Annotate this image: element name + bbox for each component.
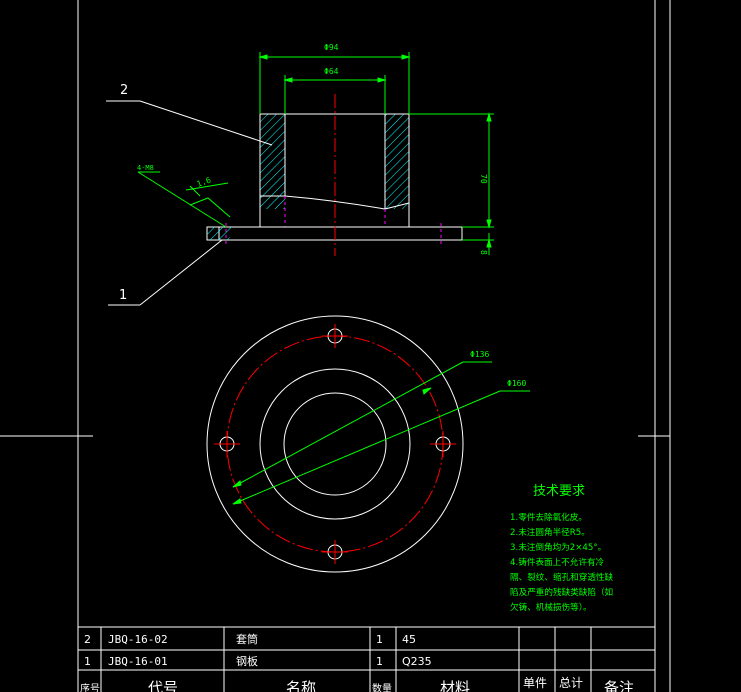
tech-line: 3.未注倒角均为2×45°。 (510, 541, 606, 553)
bom-cell: Q235 (402, 655, 432, 668)
bom-row-1: 1 JBQ-16-01 钢板 1 Q235 (84, 654, 432, 668)
bom-header: 序号 代号 名称 数量 材料 单件 总计 备注 (80, 676, 634, 692)
bom-cell: 1 (84, 655, 91, 668)
tech-line: 陷及严重的残缺类缺陷（如 (510, 586, 613, 598)
sleeve-outer-circle (259, 368, 411, 520)
surface-roughness: 1.6 (196, 175, 213, 188)
bom-cell: JBQ-16-02 (108, 633, 168, 646)
tech-line: 4.铸件表面上不允许有冷 (510, 556, 605, 568)
bolt-pitch-circle (226, 335, 444, 553)
part-leaders (106, 100, 273, 306)
part-label-2: 2 (120, 83, 128, 98)
bom-header-cell: 序号 (80, 682, 100, 692)
dim-outer-diameter: Φ94 (324, 43, 339, 52)
dim-inner-diameter: Φ64 (324, 67, 339, 76)
tech-line: 2.未注圆角半径R5。 (510, 526, 590, 538)
bom-cell: 45 (402, 633, 416, 646)
dim-plate-diameter: Φ160 (507, 379, 526, 388)
sleeve-left-wall-hatch (260, 114, 285, 209)
drawing-frame (0, 0, 671, 692)
bom-header-cell: 备注 (604, 679, 634, 692)
bom-cell: JBQ-16-01 (108, 655, 168, 668)
bom-table (78, 626, 655, 692)
tech-title: 技术要求 (533, 484, 585, 499)
tech-line: 欠铸、机械损伤等）。 (510, 601, 592, 613)
bom-header-cell: 单件 (523, 676, 547, 690)
bom-header-cell: 总计 (559, 676, 583, 690)
sleeve-inner-circle (283, 392, 387, 496)
sleeve-right-wall-hatch (385, 114, 409, 209)
dim-pitch-circle: Φ136 (470, 350, 489, 359)
plate-outline-circle (206, 315, 464, 573)
dim-sleeve-height: 70 (479, 174, 488, 184)
front-dimensions (137, 52, 494, 255)
bom-row-2: 2 JBQ-16-02 套筒 1 45 (84, 632, 416, 646)
bom-cell: 钢板 (236, 654, 258, 668)
part-label-1: 1 (119, 288, 127, 303)
bom-cell: 1 (376, 655, 383, 668)
plate-top-view (206, 315, 530, 573)
tech-requirements: 1.零件去除氧化皮。 2.未注圆角半径R5。 3.未注倒角均为2×45°。 4.… (510, 511, 614, 613)
weld-callout: 4-M8 (137, 164, 154, 172)
bom-header-cell: 代号 (148, 679, 178, 692)
bom-header-cell: 名称 (286, 679, 316, 692)
bom-cell: 1 (376, 633, 383, 646)
dim-plate-thickness: 8 (479, 250, 488, 255)
bom-cell: 套筒 (236, 632, 258, 646)
tech-line: 隔、裂纹、缩孔和穿透性缺 (510, 571, 614, 583)
bom-header-cell: 材料 (440, 679, 470, 692)
tech-line: 1.零件去除氧化皮。 (510, 511, 587, 523)
bom-cell: 2 (84, 633, 91, 646)
bom-header-cell: 数量 (372, 682, 392, 692)
